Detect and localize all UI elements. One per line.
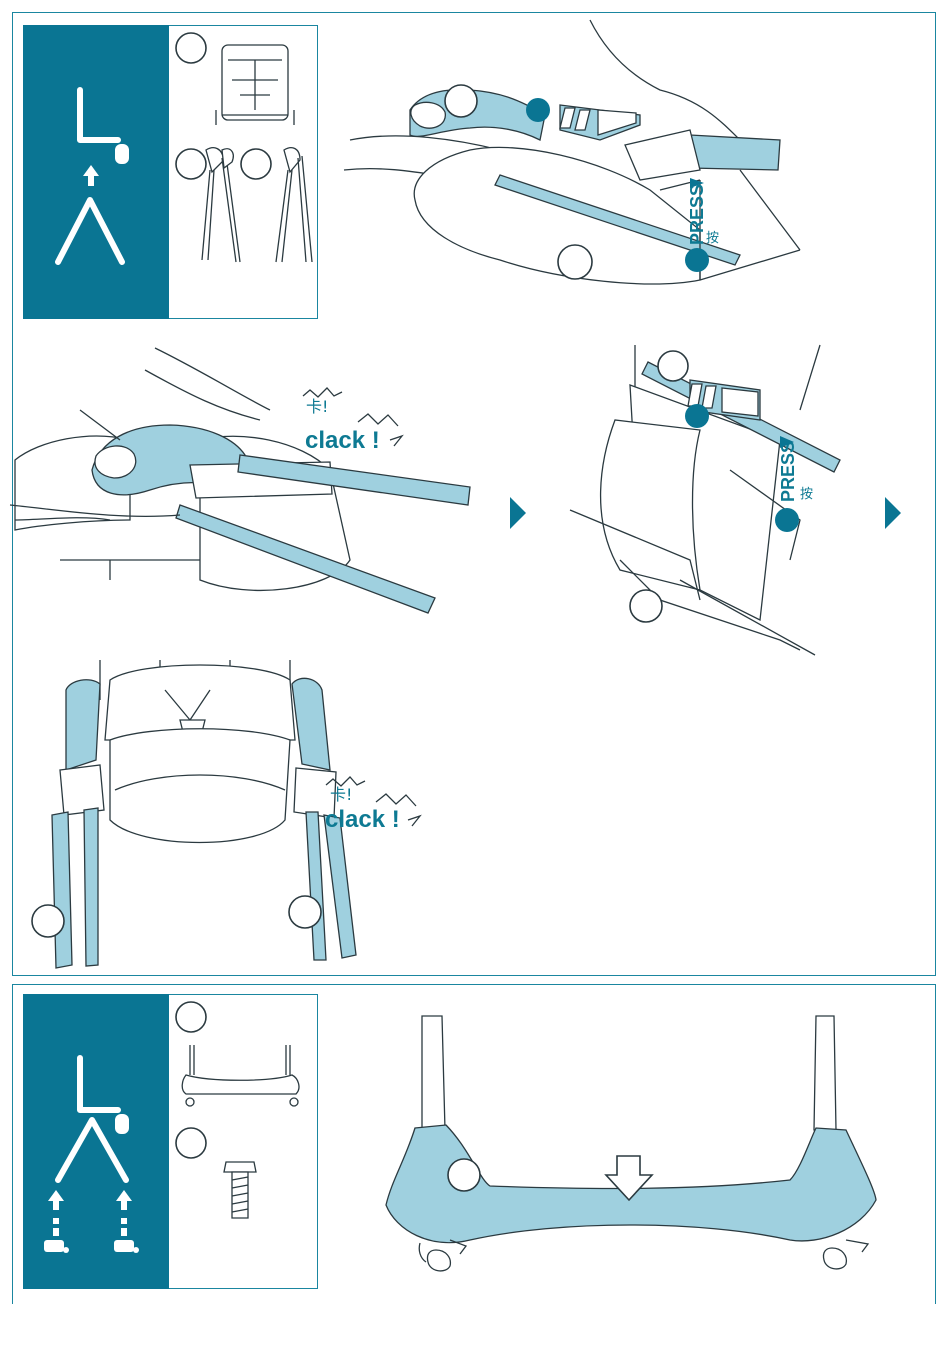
step4-circle-b [289,896,321,928]
step2-sound-cjk: 卡! [306,397,328,416]
ref-circle-c [241,149,271,179]
svg-text:PRESS: PRESS [687,184,707,245]
chair-with-wheels-icon [44,1058,139,1253]
ref-circle-a [176,33,206,63]
step3-press-cjk: 按 [800,487,813,502]
step1-illustration [344,20,800,284]
step2-sound-text: clack ! [305,427,380,454]
step5-circle-a [448,1159,480,1191]
screw-icon [224,1162,256,1218]
step3-circle-b [630,590,662,622]
triangle-right-icon [510,497,526,529]
ref-circle-e [176,1128,206,1158]
step1-circle-a [445,85,477,117]
step1-dot-a [526,98,550,122]
arrow-up-icon [83,165,99,186]
legs-thumbnail-left-icon [202,148,240,262]
triangle-right-icon-2 [885,497,901,529]
seat-thumbnail-icon [216,45,294,125]
step4-sound-cjk: 卡! [330,785,352,804]
legs-thumbnail-right-icon [276,148,312,262]
step1-circle-b [558,245,592,279]
step5-illustration [386,1016,876,1271]
step1-dot-b [685,248,709,272]
step3-dot-a [685,404,709,428]
step3-press-label: PRESS [778,441,798,502]
step1-press-label: PRESS [687,184,707,245]
ref-circle-b [176,149,206,179]
svg-text:PRESS: PRESS [778,441,798,502]
step3-dot-b [775,508,799,532]
step4-sound-text: clack ! [325,806,400,833]
step2-burst-icon [303,388,342,397]
step4-circle-a [32,905,64,937]
base-thumbnail-icon [182,1045,299,1106]
ref-circle-d [176,1002,206,1032]
step2-illustration [10,348,470,613]
step3-circle-a [658,351,688,381]
step1-press-cjk: 按 [706,231,719,246]
